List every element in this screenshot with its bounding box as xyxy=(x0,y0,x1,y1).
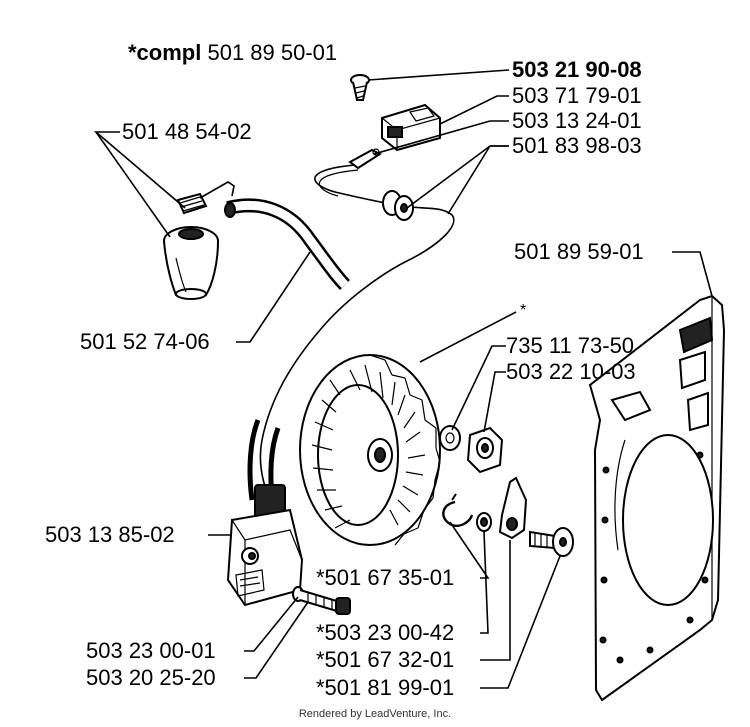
part-label-503-21-90-08: 503 21 90-08 xyxy=(512,57,642,82)
washer-part xyxy=(439,425,461,451)
grommet-part xyxy=(382,190,414,221)
starter-housing-part xyxy=(588,294,726,702)
part-label-501-48-54-02: 501 48 54-02 xyxy=(122,119,252,144)
footer-credit: Rendered by LeadVenture, Inc. xyxy=(298,708,452,720)
part-label-503-20-25-20: 503 20 25-20 xyxy=(86,665,216,690)
small-washer-part xyxy=(476,512,492,532)
spark-plug-cap-part xyxy=(163,181,235,300)
part-label-503-22-10-03: 503 22 10-03 xyxy=(506,359,636,384)
screw-part xyxy=(350,74,370,101)
part-label-503-13-24-01: 503 13 24-01 xyxy=(512,108,642,133)
part-label-star: * xyxy=(520,302,527,319)
leader-lines xyxy=(93,69,713,689)
ignition-screw-part xyxy=(292,586,351,615)
flywheel-part xyxy=(299,354,441,546)
part-label-503-23-00-42: *503 23 00-42 xyxy=(316,620,455,645)
part-label-501-81-99-01: *501 81 99-01 xyxy=(316,675,455,700)
part-label-503-71-79-01: 503 71 79-01 xyxy=(512,83,642,108)
ignition-module-part xyxy=(226,419,304,607)
pawl-part xyxy=(498,476,528,540)
spring-clip-part xyxy=(442,493,474,527)
assembly-title-number: 501 89 50-01 xyxy=(207,40,338,65)
nut-part xyxy=(466,426,504,474)
pawl-screw-part xyxy=(529,527,574,557)
part-label-501-83-98-03: 501 83 98-03 xyxy=(512,133,642,158)
part-label-503-23-00-01: 503 23 00-01 xyxy=(86,638,216,663)
cable-part xyxy=(259,148,455,496)
assembly-title-prefix: *compl xyxy=(128,40,202,65)
part-label-501-52-74-06: 501 52 74-06 xyxy=(80,329,210,354)
part-label-503-13-85-02: 503 13 85-02 xyxy=(45,522,175,547)
assembly-title: *compl 501 89 50-01 xyxy=(128,40,337,66)
part-label-735-11-73-50: 735 11 73-50 xyxy=(506,333,635,358)
part-label-501-67-32-01: *501 67 32-01 xyxy=(316,647,455,672)
part-label-501-89-59-01: 501 89 59-01 xyxy=(514,239,644,264)
part-label-501-67-35-01: *501 67 35-01 xyxy=(316,565,455,590)
hose-part xyxy=(224,198,351,290)
